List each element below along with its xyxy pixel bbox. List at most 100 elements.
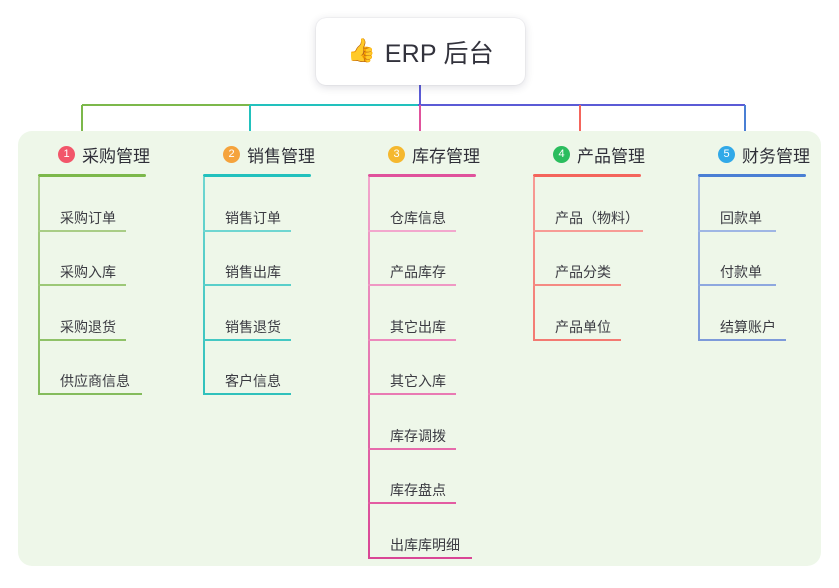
list-item-label: 付款单 bbox=[720, 264, 762, 280]
thumbs-up-icon: 👍 bbox=[347, 38, 376, 64]
list-item-underline bbox=[698, 229, 776, 232]
list-item-label: 其它出库 bbox=[390, 318, 446, 335]
list-item-label: 产品（物料） bbox=[555, 209, 639, 226]
column-5: 5 财务管理回款单付款单结算账户 bbox=[698, 141, 810, 341]
list-item-label: 采购退货 bbox=[60, 318, 116, 335]
list-item-underline bbox=[368, 229, 456, 232]
list-item-underline bbox=[38, 338, 126, 341]
list-item-label: 销售退货 bbox=[225, 318, 281, 335]
list-item-label: 其它入库 bbox=[390, 373, 446, 389]
list-item-underline bbox=[533, 284, 621, 286]
column-items-3: 仓库信息产品库存其它出库其它入库库存调拨库存盘点出库库明细 bbox=[368, 177, 480, 559]
column-items-5: 回款单付款单结算账户 bbox=[698, 177, 810, 341]
list-item-label: 产品库存 bbox=[390, 264, 446, 280]
column-spine-1 bbox=[38, 177, 40, 395]
list-item[interactable]: 销售订单 bbox=[203, 177, 315, 232]
list-item-underline bbox=[38, 229, 126, 232]
list-item-underline bbox=[38, 284, 126, 286]
list-item-label: 库存盘点 bbox=[390, 482, 446, 498]
column-3: 3 库存管理仓库信息产品库存其它出库其它入库库存调拨库存盘点出库库明细 bbox=[368, 141, 480, 559]
list-item-underline bbox=[698, 338, 786, 341]
column-title-2: 销售管理 bbox=[247, 146, 315, 166]
column-items-4: 产品（物料） 产品分类产品单位 bbox=[533, 177, 645, 341]
list-item-underline bbox=[368, 284, 456, 286]
list-item-label: 采购入库 bbox=[60, 264, 116, 280]
list-item[interactable]: 仓库信息 bbox=[368, 177, 480, 232]
column-header-4[interactable]: 4 产品管理 bbox=[533, 141, 645, 167]
list-item-underline bbox=[368, 447, 456, 450]
list-item[interactable]: 供应商信息 bbox=[38, 341, 150, 395]
column-underline-1 bbox=[38, 174, 146, 177]
column-badge-3: 3 bbox=[388, 145, 405, 163]
root-title-card[interactable]: 👍 ERP 后台 bbox=[316, 18, 525, 85]
column-header-3[interactable]: 3 库存管理 bbox=[368, 141, 480, 167]
list-item-underline bbox=[203, 393, 291, 395]
list-item[interactable]: 其它出库 bbox=[368, 286, 480, 341]
list-item-label: 出库库明细 bbox=[390, 536, 460, 553]
list-item-label: 库存调拨 bbox=[390, 427, 446, 444]
list-item-label: 供应商信息 bbox=[60, 373, 130, 389]
column-1: 1 采购管理采购订单采购入库采购退货供应商信息 bbox=[38, 141, 150, 395]
list-item[interactable]: 产品分类 bbox=[533, 232, 645, 286]
list-item-underline bbox=[698, 284, 776, 286]
column-spine-5 bbox=[698, 177, 700, 341]
column-items-2: 销售订单销售出库销售退货客户信息 bbox=[203, 177, 315, 395]
list-item-underline bbox=[533, 338, 621, 341]
column-header-2[interactable]: 2 销售管理 bbox=[203, 141, 315, 167]
list-item[interactable]: 采购入库 bbox=[38, 232, 150, 286]
list-item[interactable]: 出库库明细 bbox=[368, 504, 480, 559]
list-item-underline bbox=[203, 338, 291, 341]
column-4: 4 产品管理产品（物料） 产品分类产品单位 bbox=[533, 141, 645, 341]
list-item-label: 销售出库 bbox=[225, 264, 281, 280]
list-item-underline bbox=[38, 393, 142, 395]
list-item-label: 产品单位 bbox=[555, 318, 611, 335]
list-item-underline bbox=[203, 229, 291, 232]
root-title-content: 👍 ERP 后台 bbox=[347, 34, 494, 70]
column-underline-5 bbox=[698, 174, 806, 177]
column-items-1: 采购订单采购入库采购退货供应商信息 bbox=[38, 177, 150, 395]
column-title-4: 产品管理 bbox=[577, 146, 645, 166]
list-item[interactable]: 其它入库 bbox=[368, 341, 480, 395]
list-item[interactable]: 产品（物料） bbox=[533, 177, 645, 232]
column-title-1: 采购管理 bbox=[82, 146, 150, 166]
column-badge-1: 1 bbox=[58, 145, 75, 163]
column-badge-2: 2 bbox=[223, 145, 240, 163]
column-header-5[interactable]: 5 财务管理 bbox=[698, 141, 810, 167]
list-item-label: 产品分类 bbox=[555, 264, 611, 280]
list-item-label: 仓库信息 bbox=[390, 209, 446, 226]
column-title-3: 库存管理 bbox=[412, 146, 480, 166]
column-spine-4 bbox=[533, 177, 535, 341]
list-item[interactable]: 采购退货 bbox=[38, 286, 150, 341]
list-item[interactable]: 销售退货 bbox=[203, 286, 315, 341]
list-item-underline bbox=[368, 556, 472, 559]
column-badge-4: 4 bbox=[553, 145, 570, 163]
list-item-underline bbox=[368, 393, 456, 395]
list-item[interactable]: 付款单 bbox=[698, 232, 810, 286]
column-header-1[interactable]: 1 采购管理 bbox=[38, 141, 150, 167]
column-2: 2 销售管理销售订单销售出库销售退货客户信息 bbox=[203, 141, 315, 395]
list-item[interactable]: 回款单 bbox=[698, 177, 810, 232]
column-badge-5: 5 bbox=[718, 145, 735, 163]
list-item[interactable]: 客户信息 bbox=[203, 341, 315, 395]
list-item-label: 客户信息 bbox=[225, 373, 281, 389]
column-underline-2 bbox=[203, 174, 311, 177]
column-spine-3 bbox=[368, 177, 370, 559]
list-item-label: 销售订单 bbox=[225, 209, 281, 226]
list-item[interactable]: 库存调拨 bbox=[368, 395, 480, 450]
list-item[interactable]: 采购订单 bbox=[38, 177, 150, 232]
list-item[interactable]: 产品库存 bbox=[368, 232, 480, 286]
column-title-5: 财务管理 bbox=[742, 146, 810, 166]
list-item[interactable]: 产品单位 bbox=[533, 286, 645, 341]
list-item[interactable]: 库存盘点 bbox=[368, 450, 480, 504]
list-item-underline bbox=[368, 502, 456, 504]
list-item-label: 采购订单 bbox=[60, 209, 116, 226]
list-item-label: 回款单 bbox=[720, 209, 762, 226]
column-underline-4 bbox=[533, 174, 641, 177]
column-underline-3 bbox=[368, 174, 476, 177]
column-spine-2 bbox=[203, 177, 205, 395]
list-item[interactable]: 销售出库 bbox=[203, 232, 315, 286]
list-item-underline bbox=[533, 229, 643, 232]
diagram-panel bbox=[18, 131, 821, 566]
list-item[interactable]: 结算账户 bbox=[698, 286, 810, 341]
